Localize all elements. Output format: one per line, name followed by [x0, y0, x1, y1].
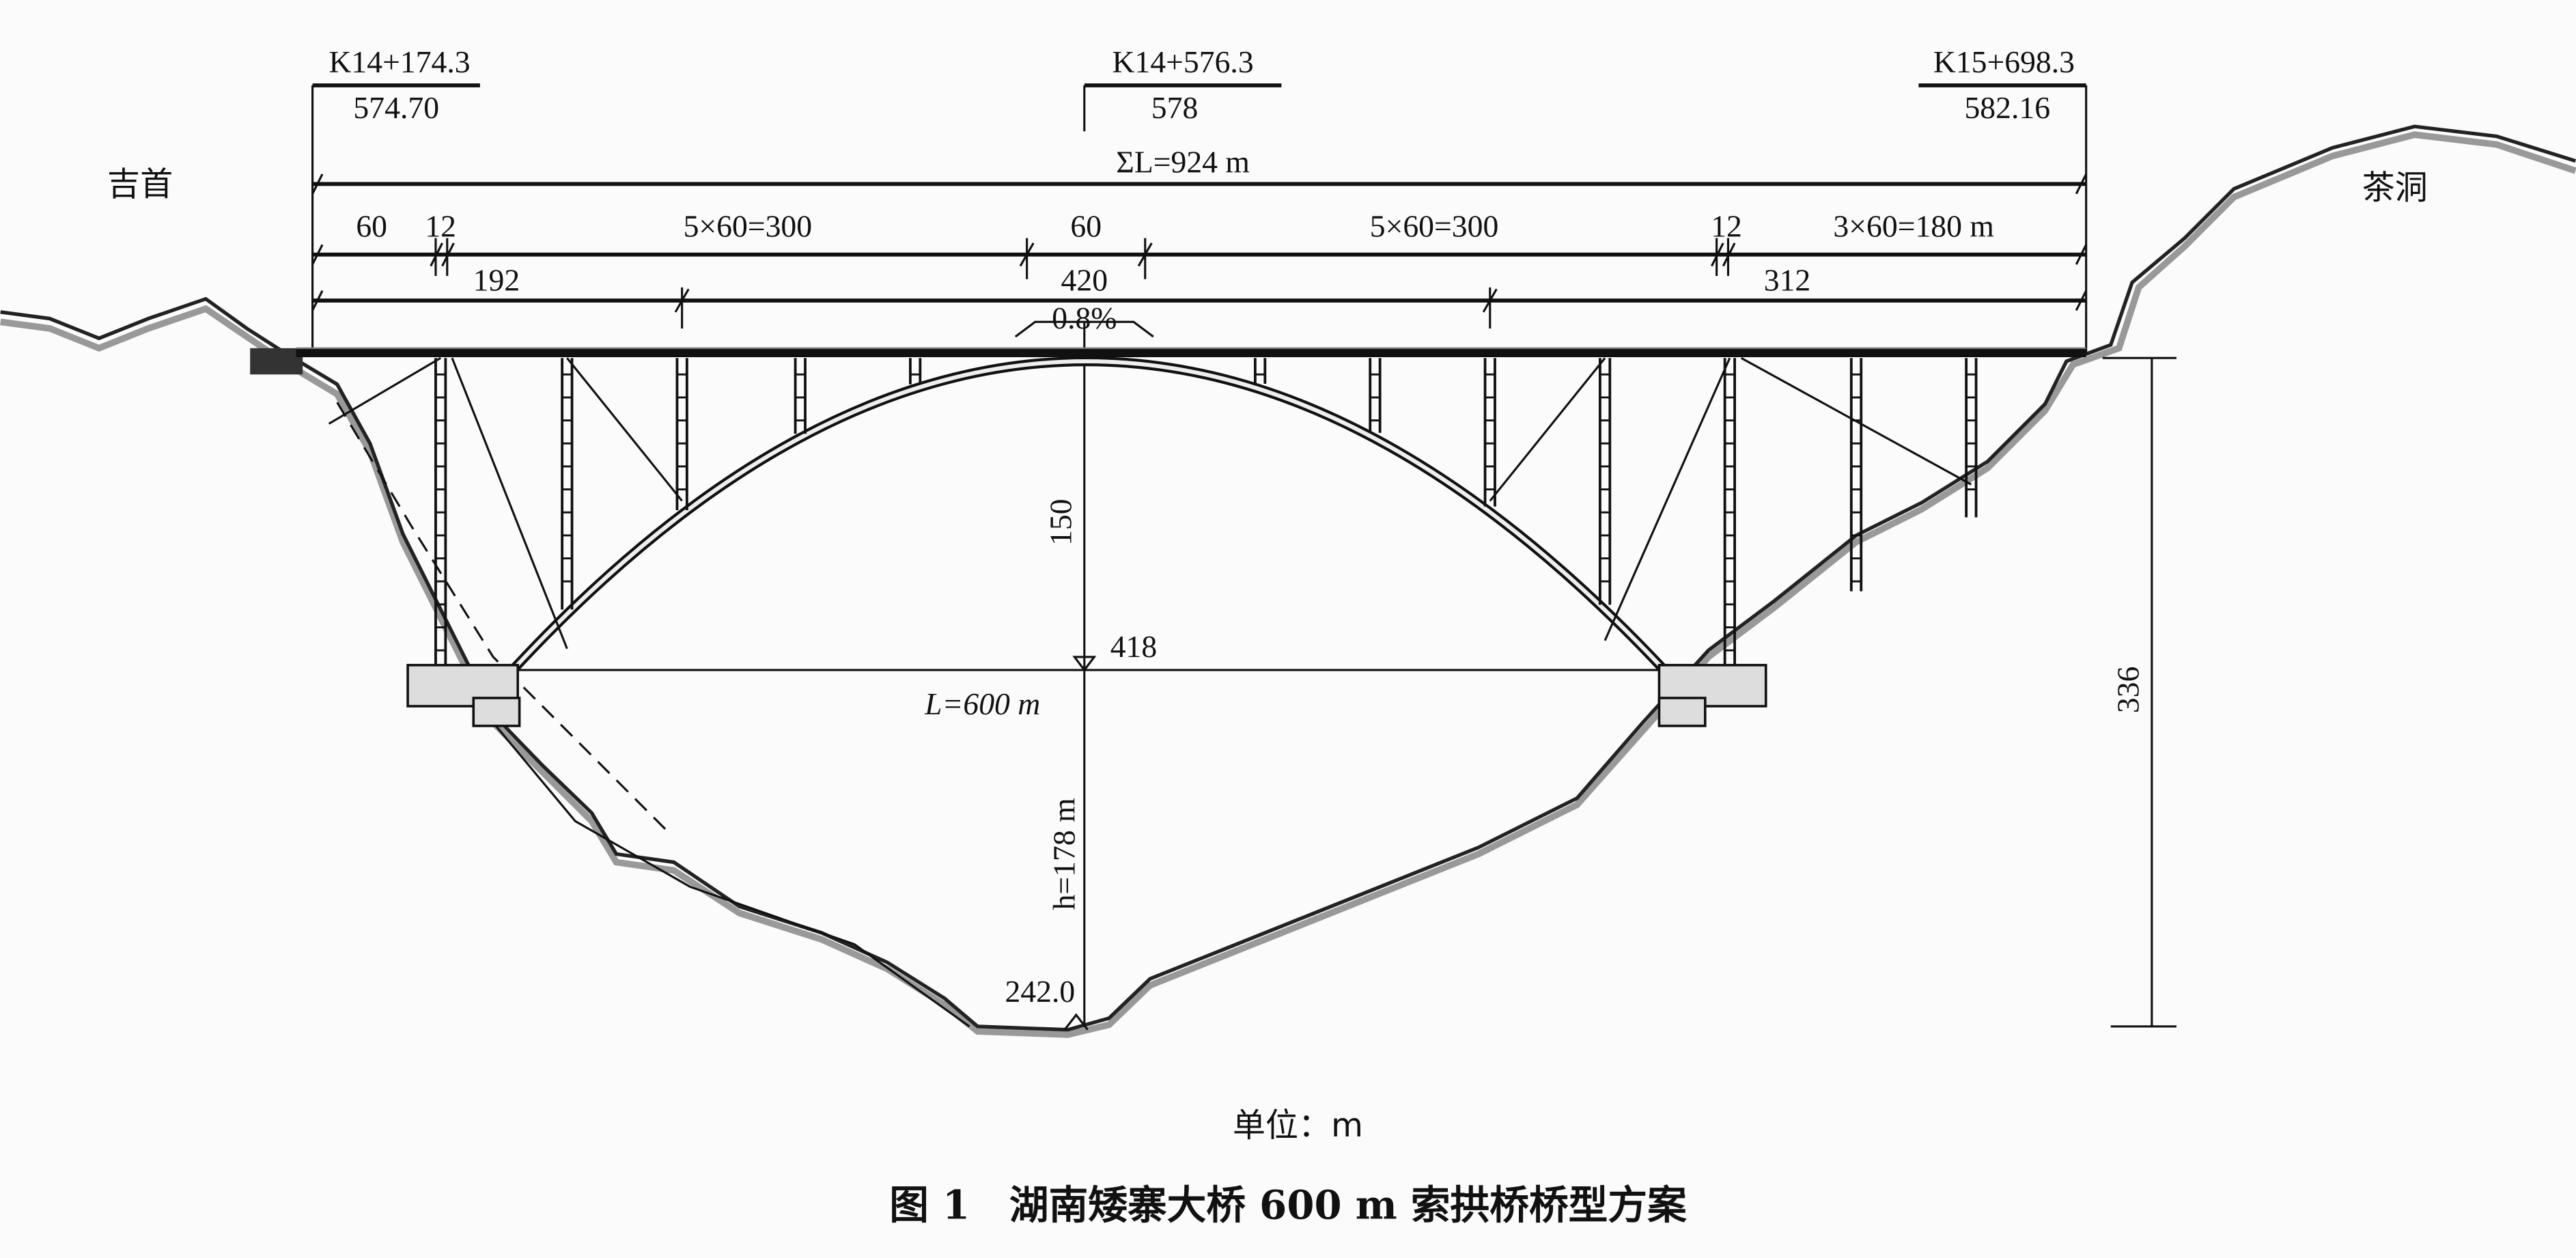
total-height-label: 336: [2111, 667, 2146, 714]
valley-elevation-label: 242.0: [1005, 974, 1076, 1009]
total-length-label: ΣL=924 m: [1116, 144, 1250, 179]
clearance-label: h=178 m: [1046, 798, 1081, 910]
place-right: 茶洞: [2362, 169, 2428, 207]
span-length-label: L=600 m: [924, 686, 1040, 721]
span-label: 5×60=300: [1370, 208, 1499, 243]
figure-caption: 图 1 湖南矮寨大桥 600 m 索拱桥桥型方案: [889, 1182, 1687, 1228]
segment-label: 420: [1061, 263, 1108, 298]
span-label: 60: [1070, 208, 1102, 243]
span-label: 5×60=300: [684, 208, 813, 243]
tie-elevation-label: 418: [1110, 629, 1158, 664]
left-abutment: [250, 348, 303, 375]
terrain: [0, 124, 2576, 1038]
unit-label: 单位：m: [1233, 1106, 1363, 1145]
station-left-elevation: 574.70: [353, 90, 439, 125]
station-right-elevation: 582.16: [1964, 90, 2050, 125]
grade-label: 0.8%: [1052, 300, 1117, 335]
station-left-chainage: K14+174.3: [328, 44, 470, 79]
station-mid-chainage: K14+576.3: [1112, 44, 1254, 79]
piers: [434, 358, 1978, 671]
span-label: 12: [1711, 208, 1742, 243]
bridge-structure: [250, 347, 2086, 727]
span-label: 12: [425, 208, 456, 243]
rise-label: 150: [1044, 499, 1078, 546]
station-mid-elevation: 578: [1151, 90, 1199, 125]
station-right-chainage: K15+698.3: [1933, 44, 2075, 79]
segment-label: 192: [473, 263, 520, 298]
place-left: 吉首: [107, 165, 173, 204]
span-label: 60: [356, 208, 387, 243]
segment-label: 312: [1764, 263, 1811, 298]
dimension-lines: [311, 83, 2176, 1031]
span-label: 3×60=180 m: [1833, 208, 1993, 243]
